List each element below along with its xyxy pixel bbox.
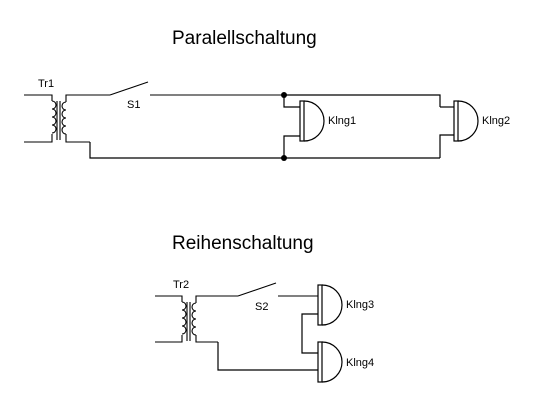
parallel-title: Paralellschaltung xyxy=(172,28,317,49)
switch-s2-symbol xyxy=(218,282,318,297)
switch-s1-symbol xyxy=(90,81,284,96)
bell-klng3-label: Klng3 xyxy=(346,299,374,311)
bell-klng4-label: Klng4 xyxy=(346,357,374,369)
bell-klng1-label: Klng1 xyxy=(328,115,356,127)
series-title: Reihenschaltung xyxy=(172,233,314,254)
bell-klng2-label: Klng2 xyxy=(482,115,510,127)
junction-dot-top xyxy=(281,92,287,98)
series-circuit: Reihenschaltung Tr2 S2 Klng3 xyxy=(155,233,374,383)
switch-s2-label: S2 xyxy=(255,301,268,313)
bell-klng2-symbol xyxy=(439,100,479,158)
switch-s1-label: S1 xyxy=(127,99,140,111)
junction-dot-bottom xyxy=(281,155,287,161)
transformer-tr2-label: Tr2 xyxy=(173,279,189,291)
transformer-tr1-symbol xyxy=(24,94,90,143)
parallel-circuit: Paralellschaltung Tr1 S1 xyxy=(24,28,510,161)
parallel-top-wire xyxy=(284,94,441,107)
bell-klng4-symbol xyxy=(317,341,343,383)
transformer-tr2-symbol xyxy=(155,295,218,343)
bell-klng3-symbol xyxy=(317,284,343,326)
series-return-wire xyxy=(217,342,318,371)
transformer-tr1-label: Tr1 xyxy=(38,78,54,90)
series-link-wire xyxy=(301,313,318,354)
parallel-return-wire xyxy=(89,142,440,159)
bell-klng1-symbol xyxy=(283,95,325,158)
